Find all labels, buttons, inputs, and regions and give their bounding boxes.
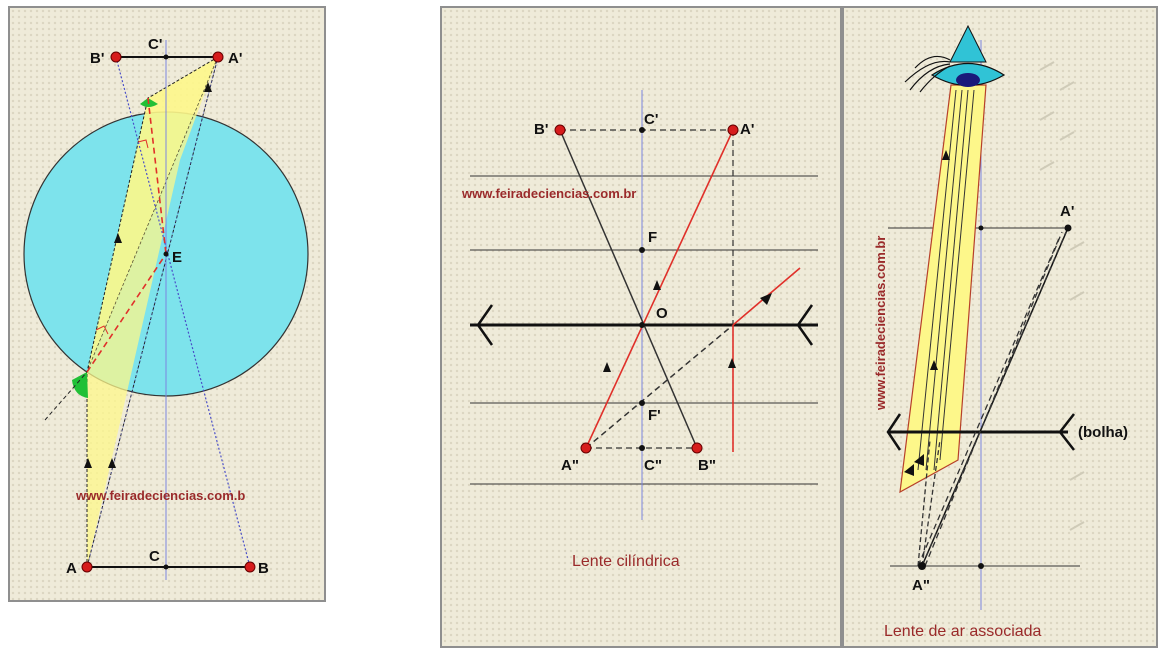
background-ray-marks (1039, 61, 1085, 531)
eye-top (949, 24, 987, 63)
black-ray (559, 129, 698, 449)
label-a-dprime: A" (912, 577, 930, 594)
point-o (639, 322, 645, 328)
eye-pupil (956, 73, 980, 87)
red-ray (86, 253, 167, 373)
label-c-prime: C' (644, 111, 658, 128)
point-a (81, 561, 93, 573)
beam-edge (86, 56, 219, 568)
label-a: A (66, 560, 77, 577)
point-c-prime (163, 54, 169, 60)
dashed-ray (917, 439, 931, 567)
label-b-prime: B' (534, 121, 548, 138)
point-b-prime (554, 124, 566, 136)
label-a-dprime: A" (561, 457, 579, 474)
ray-arrow (108, 458, 116, 468)
ray-arrow (728, 358, 736, 368)
eyelashes (904, 55, 951, 93)
lens-end-left (886, 413, 902, 451)
caption-air-lens: Lente de ar associada (884, 623, 1042, 640)
label-b-dprime: B" (698, 457, 716, 474)
label-a-prime: A' (228, 50, 242, 67)
ray-arrow (204, 82, 212, 92)
right-diagram-panel (841, 6, 1158, 648)
ray-arrow (114, 233, 122, 243)
ray-arrow (760, 293, 772, 305)
watermark: www.feiradeciencias.com.b (75, 488, 245, 503)
point-axis-top (978, 225, 984, 231)
red-ray (147, 97, 167, 255)
label-c-dprime: C" (644, 457, 662, 474)
light-beam-lower (87, 57, 218, 567)
point-a-dprime (918, 562, 926, 570)
angle-marker (72, 372, 88, 398)
point-b (244, 561, 256, 573)
ray-arrow (930, 360, 938, 370)
label-a-prime: A' (1060, 203, 1074, 220)
ray-arrow (603, 362, 611, 372)
label-a-prime: A' (740, 121, 754, 138)
point-f (639, 247, 645, 253)
point-f-prime (639, 400, 645, 406)
caption-cylindrical-lens: Lente cilíndrica (572, 553, 680, 570)
point-c-prime (639, 127, 645, 133)
ray-arrow (942, 150, 950, 160)
lens-end-left (476, 304, 494, 346)
ray-arrow (914, 454, 924, 466)
point-a-prime (727, 124, 739, 136)
label-b-prime: B' (90, 50, 104, 67)
dashed-ray (924, 231, 1063, 567)
label-o: O (656, 305, 668, 322)
point-a-prime (1064, 224, 1072, 232)
label-f: F (648, 229, 657, 246)
point-axis-bottom (978, 563, 984, 569)
watermark: www.feiradeciencias.com.br (873, 236, 888, 411)
right-angle-marker (137, 139, 149, 149)
watermark: www.feiradeciencias.com.br (461, 186, 636, 201)
point-b-prime (110, 51, 122, 63)
label-b: B (258, 560, 269, 577)
dashed-ray (921, 439, 941, 567)
label-c-prime: C' (148, 36, 162, 53)
label-e: E (172, 249, 182, 266)
lens-end-right (1058, 413, 1075, 451)
point-c (163, 564, 169, 570)
point-a-dprime (580, 442, 592, 454)
point-c-dprime (639, 445, 645, 451)
ray-arrow (653, 280, 661, 290)
label-f-prime: F' (648, 407, 661, 424)
right-angle-marker (95, 325, 109, 335)
ray-arrow (904, 464, 914, 476)
lens-end-right (796, 304, 814, 346)
black-ray-dashed (585, 324, 734, 449)
point-e (163, 251, 169, 257)
point-a-prime (212, 51, 224, 63)
label-c: C (149, 548, 160, 565)
beam-rays (917, 89, 975, 471)
point-b-dprime (691, 442, 703, 454)
ray-arrow (84, 458, 92, 468)
label-bubble: (bolha) (1078, 424, 1128, 441)
incident-ray-dashed (44, 371, 88, 421)
